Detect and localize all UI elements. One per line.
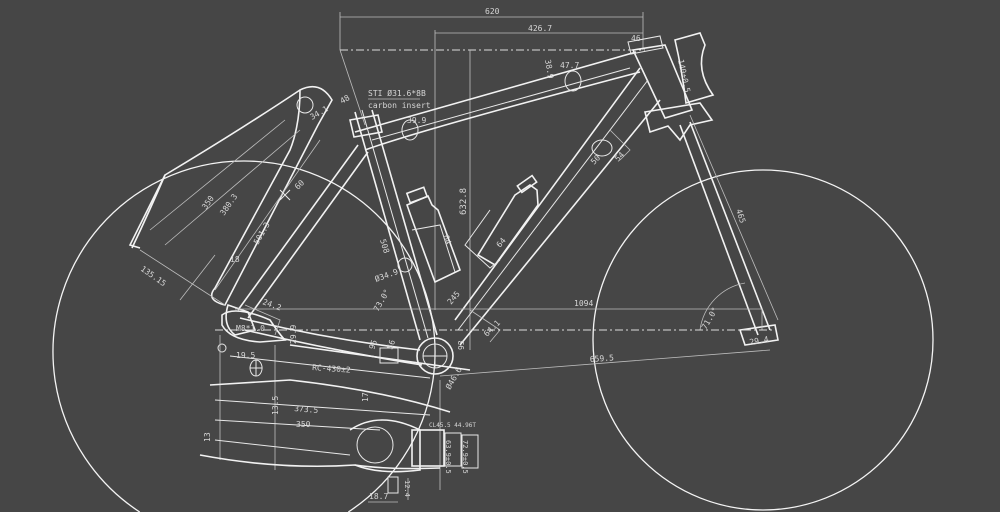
dim-620: 620	[485, 7, 500, 16]
bottle-right	[464, 174, 539, 269]
dim-29-9: 29.9	[289, 325, 298, 344]
bottle-left	[405, 186, 462, 284]
dim-34-1: 34.1	[309, 104, 330, 122]
bottom-bracket	[416, 337, 454, 375]
dim-426: 426.7	[528, 24, 552, 33]
dim-seat-dia: Ø34.9	[373, 266, 399, 284]
dim-fork-width: 135.15	[139, 264, 168, 288]
dim-48: 48	[339, 93, 352, 106]
dim-bb-63: 63.9±0.5	[444, 440, 452, 474]
dim-bb-72: 72.9±0.5	[461, 440, 469, 474]
dim-cs-350: 350	[296, 420, 311, 429]
dim-64-1: 64.1	[482, 318, 502, 338]
dim-13: 13	[203, 432, 212, 442]
dim-46: 46	[631, 34, 641, 43]
wheelbase-lines	[215, 308, 775, 377]
seat-tube	[349, 109, 438, 341]
dim-47-7: 47.7	[560, 61, 579, 70]
dim-93: 93	[457, 340, 466, 350]
dim-64-a: 64	[441, 234, 453, 246]
dim-fork-380: 380.3	[218, 192, 239, 217]
dim-chainline: CL45.5 44.96T	[429, 422, 476, 429]
fork-detail	[128, 85, 333, 306]
seatpost-note-2: carbon insert	[368, 101, 431, 110]
dim-24-2: 24.2	[261, 297, 282, 312]
dim-12-4: 12.4	[403, 480, 411, 497]
dim-29-4: 29.4	[749, 335, 770, 347]
dim-39-9: 39.9	[407, 116, 426, 125]
dim-38-9: 38.9	[543, 59, 555, 80]
dim-19-5: 19.5	[236, 351, 255, 360]
dim-17: 17	[361, 392, 370, 402]
dim-m8: M8*1.0	[236, 324, 265, 333]
rear-wheel	[52, 160, 436, 512]
dim-fork-18: 18	[230, 255, 240, 264]
dim-fork-350: 350	[200, 194, 216, 211]
seatpost-note: STI Ø31.6*8B	[368, 88, 426, 98]
dim-18-7: 18.7	[369, 492, 388, 501]
dim-465: 465	[734, 208, 747, 225]
dim-1094: 1094	[574, 299, 593, 308]
dim-stack: 632.8	[459, 188, 469, 215]
chainstay-top-view	[199, 335, 479, 503]
dim-245: 245	[446, 289, 462, 306]
dropout-detail	[217, 304, 287, 353]
dim-95: 95	[367, 338, 379, 350]
dim-508: 508	[378, 238, 391, 255]
stays	[225, 144, 423, 366]
front-wheel	[592, 169, 934, 511]
dim-64-b: 64	[495, 236, 508, 249]
fork	[679, 114, 779, 346]
dim-56: 56	[385, 338, 397, 350]
dim-chainstay: RC-430±2	[312, 363, 351, 375]
dim-fork-angle: 60	[293, 178, 306, 191]
head-tube	[627, 32, 715, 142]
dim-373: 373.5	[294, 404, 319, 415]
dim-659-5: 659.5	[590, 353, 615, 364]
dim-54: 54	[613, 150, 626, 163]
down-tube	[454, 67, 661, 346]
dim-13-5: 13.5	[271, 396, 280, 415]
